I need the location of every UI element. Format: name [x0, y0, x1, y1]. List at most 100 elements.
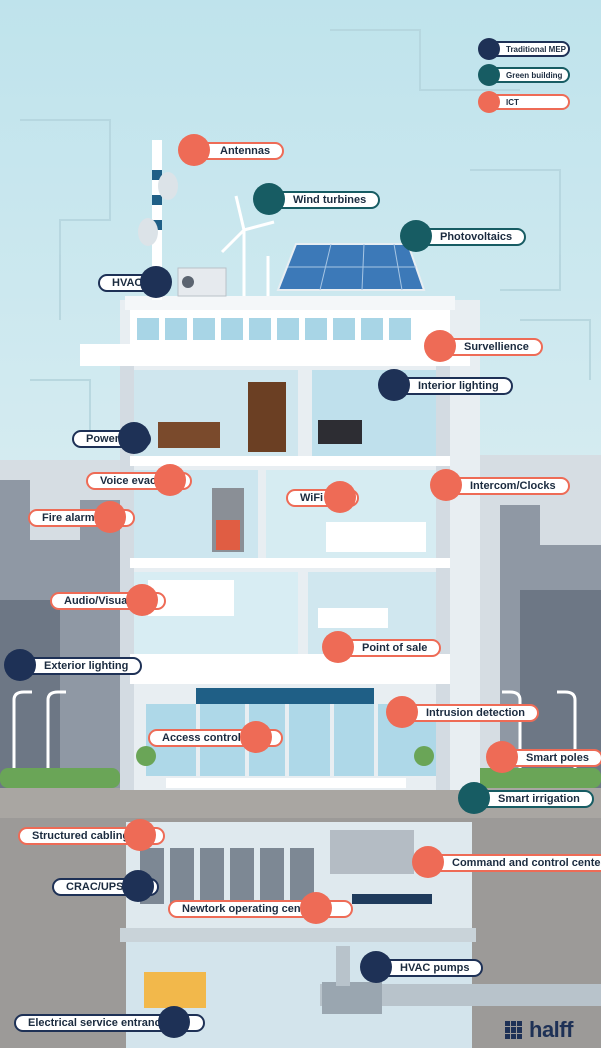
street-light-icon	[4, 649, 36, 681]
clock-icon	[430, 469, 462, 501]
roof-parapet	[125, 296, 455, 310]
fire-alarm-icon	[94, 501, 126, 533]
callout-photovoltaics: Photovoltaics	[400, 220, 527, 252]
control-desk	[352, 894, 432, 904]
register-icon	[322, 631, 354, 663]
lobby-canopy	[196, 688, 374, 704]
callout-power: Power	[72, 422, 152, 454]
lightbulb-icon	[378, 369, 410, 401]
callout-structured-cabling: Structured cabling	[18, 819, 166, 851]
lobby-tree-left	[136, 746, 156, 766]
callout-label: Wind turbines	[269, 191, 381, 209]
antenna-mast-stripe	[152, 170, 162, 180]
leaf-icon	[478, 64, 500, 86]
callout-access-controls: Access controls	[148, 721, 283, 753]
solar-panel-icon	[400, 220, 432, 252]
callout-label: Electrical service entrance	[14, 1014, 205, 1032]
callout-wifi: WiFi	[286, 481, 360, 513]
pump-icon	[360, 951, 392, 983]
callout-label: Smart irrigation	[474, 790, 594, 808]
pump-pipe	[320, 984, 601, 1006]
server-icon	[300, 892, 332, 924]
wind-turbines	[220, 195, 275, 296]
monitor-icon	[412, 846, 444, 878]
antenna-mast-stripe	[152, 195, 162, 205]
legend-label: Traditional MEP	[488, 41, 570, 57]
floor-slab-4	[130, 654, 450, 684]
lobby-steps	[166, 778, 406, 788]
callout-interior-lighting: Interior lighting	[378, 369, 513, 401]
building-side-column-left	[120, 350, 134, 790]
electrical-panel	[144, 972, 206, 1008]
callout-label: Intercom/Clocks	[446, 477, 570, 495]
floor-slab-1	[80, 344, 470, 366]
server-racks	[140, 848, 314, 904]
brand-name: halff	[529, 1017, 573, 1042]
circuit-lines	[20, 29, 591, 430]
callout-intercom-clocks: Intercom/Clocks	[430, 469, 570, 501]
plug-icon	[118, 422, 150, 454]
callout-point-of-sale: Point of sale	[322, 631, 442, 663]
elevator-panel	[216, 520, 240, 550]
sprinkler-icon	[458, 782, 490, 814]
callout-label: Intrusion detection	[402, 704, 539, 722]
antenna-icon	[178, 134, 210, 166]
shop-counter	[318, 608, 388, 628]
dish-antenna	[138, 218, 158, 246]
floor-slab-3	[130, 558, 450, 568]
top-floor-windows	[137, 318, 411, 340]
meeting-table	[326, 522, 426, 552]
callout-label: Photovoltaics	[416, 228, 527, 246]
motion-sensor-icon	[386, 696, 418, 728]
building-side-column-right	[436, 350, 450, 790]
pump-vertical-pipe	[336, 946, 350, 986]
lightning-bolt-icon	[158, 1006, 190, 1038]
callout-label: Exterior lighting	[20, 657, 143, 675]
callout-command-control: Command and control center	[412, 846, 601, 878]
street-lamps	[12, 690, 577, 785]
callout-noc: Newtork operating center	[168, 892, 353, 924]
lobby-tree-right	[414, 746, 434, 766]
callout-hvac: HVAC	[98, 266, 172, 298]
speaker-icon	[154, 464, 186, 496]
callout-hvac-pumps: HVAC pumps	[360, 951, 484, 983]
callout-smart-poles: Smart poles	[486, 741, 601, 773]
callout-wind-turbines: Wind turbines	[253, 183, 381, 215]
solar-panel-grid	[288, 243, 416, 291]
callout-antennas: Antennas	[178, 134, 285, 166]
callout-survellience: Survellience	[424, 330, 543, 362]
brand-logo: halff	[505, 1017, 573, 1043]
callout-label: HVAC pumps	[376, 959, 484, 977]
antenna-mast-stripe	[152, 220, 162, 230]
wifi-icon	[324, 481, 356, 513]
callout-fire-alarm: Fire alarm	[28, 501, 135, 533]
callout-label: Interior lighting	[394, 377, 513, 395]
callout-audio-visual: Audio/Visual	[50, 584, 167, 616]
callout-crac-ups: CRAC/UPS	[52, 870, 160, 902]
legend-item-ict: ICT	[478, 91, 570, 113]
keypad-icon	[240, 721, 272, 753]
callout-label: Command and control center	[428, 854, 601, 872]
callout-label: Point of sale	[338, 639, 442, 657]
legend-item-traditional-mep: Traditional MEP	[478, 38, 570, 60]
callout-electrical-service: Electrical service entrance	[14, 1006, 205, 1038]
hvac-fan	[182, 276, 194, 288]
network-icon	[478, 91, 500, 113]
callout-voice-evac: Voice evac	[86, 464, 193, 496]
cable-icon	[124, 819, 156, 851]
video-wall	[330, 830, 414, 874]
legend-item-green-building: Green building	[478, 64, 570, 86]
battery-icon	[122, 870, 154, 902]
floor-slab-2	[130, 456, 450, 466]
hedges	[0, 768, 601, 788]
callout-intrusion-detection: Intrusion detection	[386, 696, 539, 728]
smart-pole-icon	[486, 741, 518, 773]
camera-icon	[424, 330, 456, 362]
dish-antenna	[158, 172, 178, 200]
gear-icon	[478, 38, 500, 60]
pump-housing	[322, 982, 382, 1014]
logo-mark-icon	[505, 1021, 523, 1039]
office-desk	[158, 422, 220, 448]
fan-icon	[140, 266, 172, 298]
wind-turbine-icon	[253, 183, 285, 215]
